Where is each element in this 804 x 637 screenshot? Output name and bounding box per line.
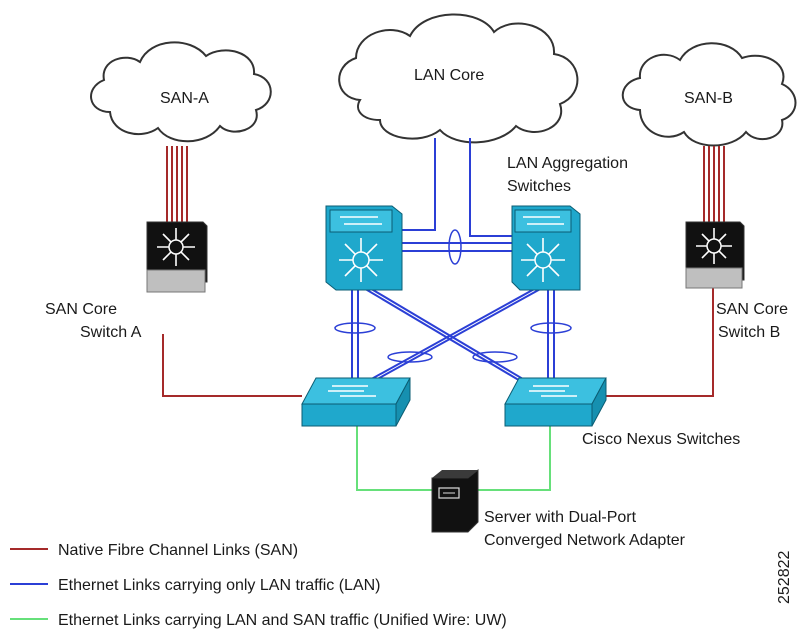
cloud-san-a: SAN-A: [90, 41, 272, 143]
legend-label-lan: Ethernet Links carrying only LAN traffic…: [58, 577, 381, 594]
nexus-label: Cisco Nexus Switches: [582, 431, 740, 448]
nexus-switch-right: [504, 377, 607, 427]
cloud-label-san-a: SAN-A: [160, 90, 209, 107]
server-label-2: Converged Network Adapter: [484, 532, 686, 549]
legend-item-lan: Ethernet Links carrying only LAN traffic…: [10, 577, 381, 594]
lan-aggregation-label: LAN Aggregation: [507, 155, 628, 172]
nexus-switch-left: [301, 377, 411, 427]
legend-item-uw: Ethernet Links carrying LAN and SAN traf…: [10, 612, 507, 629]
lan-aggregation-switch-right: [511, 205, 581, 291]
legend-item-san: Native Fibre Channel Links (SAN): [10, 542, 298, 559]
san-core-b-label: SAN Core: [716, 301, 788, 318]
cloud-san-b: SAN-B: [621, 42, 797, 147]
san-core-b-label-2: Switch B: [718, 324, 780, 341]
server: [431, 468, 479, 533]
cloud-label-san-b: SAN-B: [684, 90, 733, 107]
legend: Native Fibre Channel Links (SAN) Etherne…: [10, 542, 507, 629]
cloud-label-lan-core: LAN Core: [414, 67, 484, 84]
cloud-lan-core: LAN Core: [338, 13, 579, 144]
san-core-switch-a: [146, 221, 208, 293]
legend-label-uw: Ethernet Links carrying LAN and SAN traf…: [58, 612, 507, 629]
san-core-a-label: SAN Core: [45, 301, 117, 318]
port-channel-bundles: [334, 229, 572, 363]
uw-links: [356, 420, 551, 491]
san-links: [162, 146, 725, 397]
lan-aggregation-label-2: Switches: [507, 178, 571, 195]
san-core-switch-b: [685, 221, 745, 289]
figure-id: 252822: [776, 551, 793, 604]
legend-label-san: Native Fibre Channel Links (SAN): [58, 542, 298, 559]
san-core-a-label-2: Switch A: [80, 324, 142, 341]
lan-aggregation-switch-left: [325, 205, 403, 291]
server-label: Server with Dual-Port: [484, 509, 637, 526]
